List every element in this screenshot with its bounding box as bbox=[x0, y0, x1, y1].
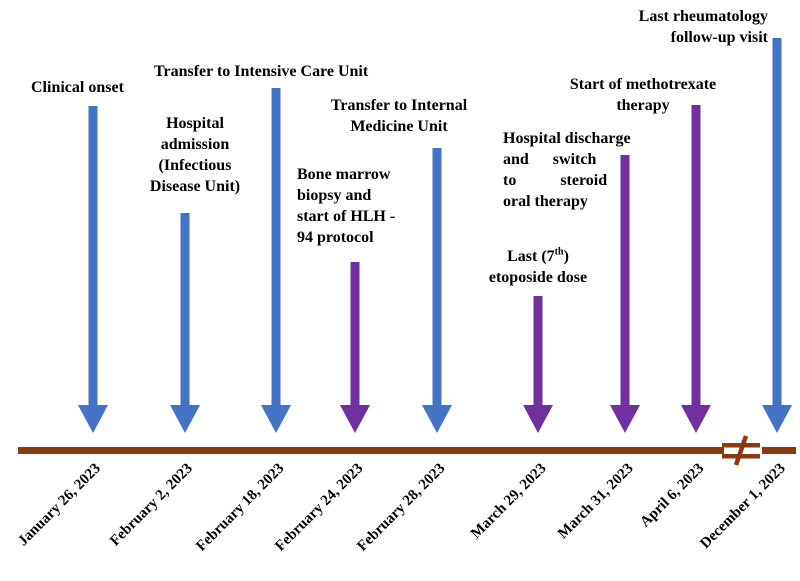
event-label-hospital-discharge: Hospital discharge and switch to steroid… bbox=[503, 130, 631, 210]
event-arrow-shaft bbox=[180, 213, 190, 405]
event-arrow-shaft bbox=[691, 105, 701, 405]
event-arrow-shaft bbox=[350, 262, 360, 405]
event-label-internal-medicine-transfer: Transfer to Internal Medicine Unit bbox=[330, 97, 468, 135]
event-arrow-shaft bbox=[620, 155, 630, 405]
event-arrow-head bbox=[261, 405, 291, 433]
timeline-bar-right bbox=[762, 447, 796, 454]
event-label-icu-transfer: Transfer to Intensive Care Unit bbox=[154, 63, 369, 80]
event-arrow-head bbox=[762, 405, 792, 433]
event-arrow-head bbox=[170, 405, 200, 433]
event-arrow-head bbox=[610, 405, 640, 433]
event-arrow-head bbox=[681, 405, 711, 433]
event-arrow-shaft bbox=[271, 88, 281, 405]
event-label-hospital-admission: Hospital admission (Infectious Disease U… bbox=[149, 115, 241, 195]
timeline-bar-left bbox=[18, 447, 724, 454]
timeline-break-symbol bbox=[722, 435, 760, 466]
event-arrow-head bbox=[340, 405, 370, 433]
event-arrow-head bbox=[422, 405, 452, 433]
event-label-methotrexate-start: Start of methotrexate therapy bbox=[569, 76, 717, 114]
event-label-clinical-onset: Clinical onset bbox=[31, 79, 124, 96]
event-arrow-shaft bbox=[432, 148, 442, 405]
event-arrow-head bbox=[523, 405, 553, 433]
event-arrow-shaft bbox=[533, 296, 543, 405]
event-arrow-shaft bbox=[772, 38, 782, 405]
event-label-bone-marrow-biopsy: Bone marrow biopsy and start of HLH - 94… bbox=[297, 166, 396, 246]
event-label-rheumatology-followup: Last rheumatology follow-up visit bbox=[638, 8, 768, 46]
event-arrow-head bbox=[78, 405, 108, 433]
event-label-last-etoposide: Last (7th) etoposide dose bbox=[488, 246, 588, 286]
event-arrow-shaft bbox=[88, 106, 98, 405]
